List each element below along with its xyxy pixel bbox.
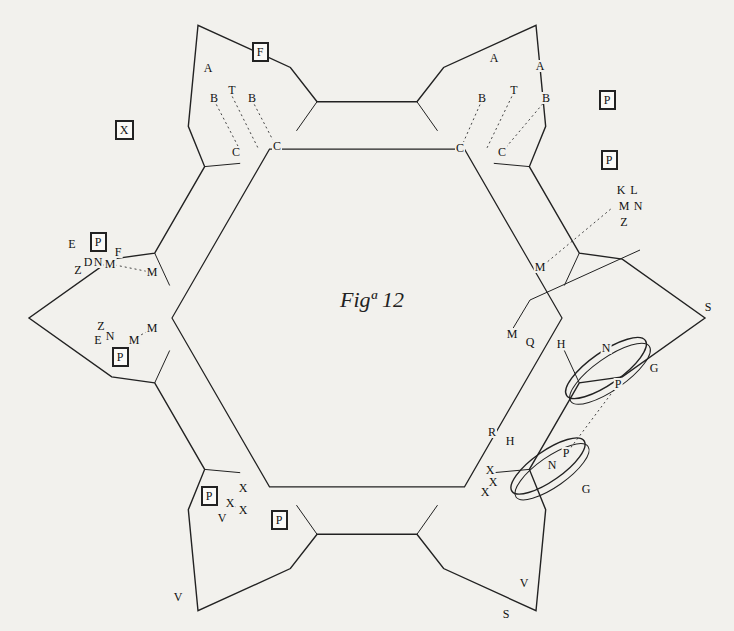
reference-letter: B (209, 92, 219, 104)
drum-device (558, 327, 659, 414)
lettered-box: P (201, 486, 218, 506)
reference-letter: N (93, 256, 104, 268)
lettered-box: P (90, 232, 107, 252)
reference-letter: X (238, 504, 249, 516)
reference-letter: C (497, 146, 507, 158)
flank-wall (296, 505, 317, 534)
reference-letter: V (217, 512, 228, 524)
flank-wall (155, 350, 170, 382)
reference-letter: L (629, 184, 638, 196)
reference-letter: M (618, 200, 631, 212)
figure-title: Figª 12 (340, 289, 404, 311)
lettered-box: P (601, 150, 618, 170)
reference-letter: M (506, 328, 519, 340)
reference-letter: V (519, 577, 530, 589)
lettered-box: P (112, 347, 129, 367)
reference-letter: C (231, 146, 241, 158)
box-letter: P (117, 351, 124, 363)
box-letter: X (120, 124, 129, 136)
reference-letter: X (485, 464, 496, 476)
flank-wall (205, 469, 241, 472)
reference-letter: P (614, 378, 623, 390)
reference-letter: M (104, 258, 117, 270)
reference-letter: N (547, 459, 558, 471)
box-letter: P (604, 94, 611, 106)
reference-letter: N (105, 330, 116, 342)
reference-letter: H (505, 435, 516, 447)
reference-letter: Z (619, 216, 628, 228)
lettered-box: P (271, 510, 288, 530)
reference-letter: G (649, 362, 660, 374)
reference-letter: Z (73, 264, 82, 276)
reference-letter: C (455, 142, 465, 154)
lettered-box: X (115, 120, 134, 140)
reference-letter: S (502, 608, 511, 620)
dotted-passage (486, 92, 514, 150)
inner-wall (172, 149, 562, 487)
reference-letter: B (541, 92, 551, 104)
flank-wall (296, 102, 317, 131)
reference-letter: E (67, 238, 76, 250)
reference-letter: B (247, 92, 257, 104)
reference-letter: N (633, 200, 644, 212)
reference-letter: M (534, 261, 547, 273)
reference-letter: X (238, 482, 249, 494)
reference-letter: P (562, 447, 571, 459)
drum-device (503, 428, 596, 509)
flank-wall (205, 163, 241, 166)
dotted-passage (230, 92, 258, 148)
reference-letter: S (704, 301, 713, 313)
outer-wall (29, 25, 705, 610)
reference-letter: A (489, 52, 500, 64)
flank-wall (417, 102, 438, 131)
reference-letter: B (477, 92, 487, 104)
box-letter: F (257, 46, 264, 58)
reference-letter: R (487, 426, 497, 438)
box-letter: P (606, 154, 613, 166)
reference-letter: M (146, 322, 159, 334)
box-letter: P (95, 236, 102, 248)
reference-letter: C (272, 140, 282, 152)
reference-letter: X (225, 497, 236, 509)
flank-wall (417, 505, 438, 534)
box-letter: P (276, 514, 283, 526)
flank-wall (494, 163, 530, 166)
dotted-passage (540, 208, 612, 268)
reference-letter: Q (525, 336, 536, 348)
dotted-passage (214, 100, 240, 150)
dotted-passage (502, 100, 546, 152)
reference-letter: M (128, 334, 141, 346)
lettered-box: F (252, 42, 269, 62)
bastion-face (512, 250, 640, 330)
reference-letter: E (93, 334, 102, 346)
reference-letter: G (581, 483, 592, 495)
flank-wall (494, 469, 530, 472)
reference-letter: X (480, 486, 491, 498)
reference-letter: A (535, 60, 546, 72)
reference-letter: V (173, 591, 184, 603)
reference-letter: M (146, 266, 159, 278)
dotted-passage (566, 386, 617, 454)
reference-letter: N (601, 342, 612, 354)
reference-letter: F (114, 246, 123, 258)
reference-letter: A (203, 62, 214, 74)
lettered-box: P (599, 90, 616, 110)
reference-letter: T (227, 84, 236, 96)
reference-letter: K (616, 184, 627, 196)
reference-letter: H (556, 338, 567, 350)
box-letter: P (206, 490, 213, 502)
reference-letter: T (509, 84, 518, 96)
